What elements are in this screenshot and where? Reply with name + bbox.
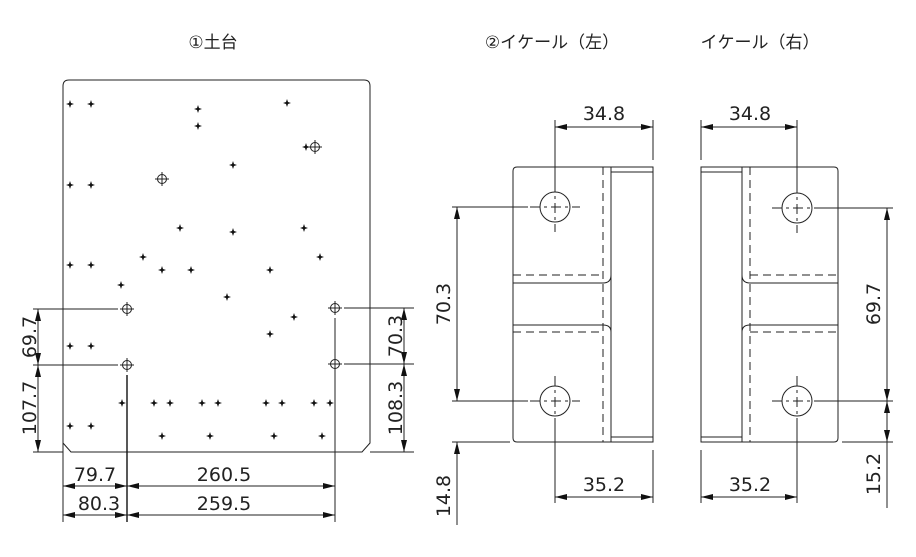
- plus-marker-icon: [262, 399, 270, 407]
- dim-base-right-lower: 108.3: [385, 381, 407, 435]
- plus-marker-icon: [278, 399, 286, 407]
- dim-base-left-upper: 69.7: [19, 316, 41, 358]
- dim-right-bracket-bottom: 35.2: [729, 474, 771, 496]
- plus-marker-icon: [198, 399, 206, 407]
- right-bracket-outline: [700, 166, 839, 443]
- plus-marker-icon: [266, 330, 274, 338]
- plus-marker-icon: [302, 143, 310, 151]
- plus-marker-icon: [158, 266, 166, 274]
- plus-marker-icon: [166, 399, 174, 407]
- target-hole: [328, 301, 342, 315]
- hole: [772, 183, 822, 233]
- plus-marker-icon: [187, 266, 195, 274]
- dim-base-bottom-row1-right: 260.5: [197, 464, 251, 486]
- dim-left-bracket-bottom: 35.2: [583, 474, 625, 496]
- plus-marker-icon: [300, 224, 308, 232]
- hole: [530, 182, 580, 232]
- plus-marker-icon: [139, 253, 147, 261]
- plus-marker-icon: [214, 399, 222, 407]
- right-bracket: 34.8 35.2 69.7 15.2: [700, 103, 893, 508]
- left-bracket-outline: [512, 166, 654, 443]
- target-hole: [120, 358, 134, 372]
- left-bracket: 34.8 35.2 70.3 14.8: [433, 103, 654, 525]
- dim-base-bottom-row1-left: 79.7: [74, 464, 116, 486]
- plus-marker-icon: [150, 399, 158, 407]
- plus-marker-icon: [194, 122, 202, 130]
- plus-marker-icon: [176, 224, 184, 232]
- plus-marker-icon: [318, 432, 326, 440]
- dim-right-bracket-bottom-offset: 15.2: [863, 453, 885, 495]
- plus-marker-icon: [229, 228, 237, 236]
- dim-left-bracket-bottom-offset: 14.8: [433, 475, 455, 517]
- plus-marker-icon: [66, 181, 74, 189]
- plus-marker-icon: [223, 293, 231, 301]
- base-plate: [62, 79, 371, 453]
- title-left-bracket: ②イケール（左）: [485, 33, 619, 53]
- dim-base-right-upper: 70.3: [385, 315, 407, 357]
- plus-marker-icon: [283, 99, 291, 107]
- title-base: ①土台: [188, 33, 237, 53]
- hole: [772, 376, 822, 426]
- plus-marker-icon: [66, 261, 74, 269]
- title-right-bracket: イケール（右）: [701, 33, 820, 53]
- dim-left-bracket-top: 34.8: [583, 103, 625, 125]
- mounting-markers: [66, 99, 334, 440]
- dim-right-bracket-hole-spacing: 69.7: [863, 283, 885, 325]
- base-plate-outline: [62, 79, 371, 453]
- plus-marker-icon: [66, 422, 74, 430]
- target-hole: [308, 140, 322, 154]
- plus-marker-icon: [326, 399, 334, 407]
- dim-right-bracket-top: 34.8: [729, 103, 771, 125]
- plus-marker-icon: [316, 253, 324, 261]
- dim-base-bottom-row2-left: 80.3: [78, 493, 120, 515]
- plus-marker-icon: [206, 432, 214, 440]
- plus-marker-icon: [158, 432, 166, 440]
- plus-marker-icon: [87, 100, 95, 108]
- plus-marker-icon: [270, 432, 278, 440]
- plus-marker-icon: [266, 266, 274, 274]
- target-hole: [155, 172, 169, 186]
- plus-marker-icon: [87, 181, 95, 189]
- plus-marker-icon: [87, 261, 95, 269]
- plus-marker-icon: [117, 281, 125, 289]
- target-hole: [120, 302, 134, 316]
- dim-left-bracket-hole-spacing: 70.3: [433, 283, 455, 325]
- dim-base-left-lower: 107.7: [19, 381, 41, 435]
- plus-marker-icon: [194, 105, 202, 113]
- base-dimensions: 69.7 107.7 70.3 108.3 79.7 260.5 80.3 25…: [19, 307, 414, 522]
- plus-marker-icon: [118, 399, 126, 407]
- plus-marker-icon: [66, 342, 74, 350]
- hole: [530, 376, 580, 426]
- plus-marker-icon: [87, 342, 95, 350]
- plus-marker-icon: [87, 422, 95, 430]
- plus-marker-icon: [310, 399, 318, 407]
- plus-marker-icon: [229, 161, 237, 169]
- plus-marker-icon: [290, 313, 298, 321]
- dim-base-bottom-row2-right: 259.5: [197, 493, 251, 515]
- plus-marker-icon: [66, 100, 74, 108]
